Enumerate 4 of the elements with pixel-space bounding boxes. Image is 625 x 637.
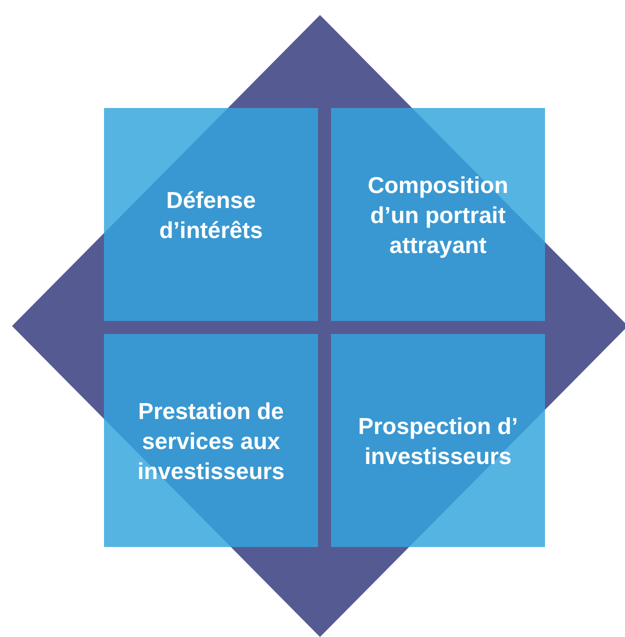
box-label: Prospection d’ investisseurs: [357, 412, 519, 470]
box-label: Prestation de services aux investisseurs: [136, 396, 286, 486]
box-label: Défense d’intérêts: [158, 186, 264, 244]
box-label: Composition d’un portrait attrayant: [366, 170, 510, 260]
